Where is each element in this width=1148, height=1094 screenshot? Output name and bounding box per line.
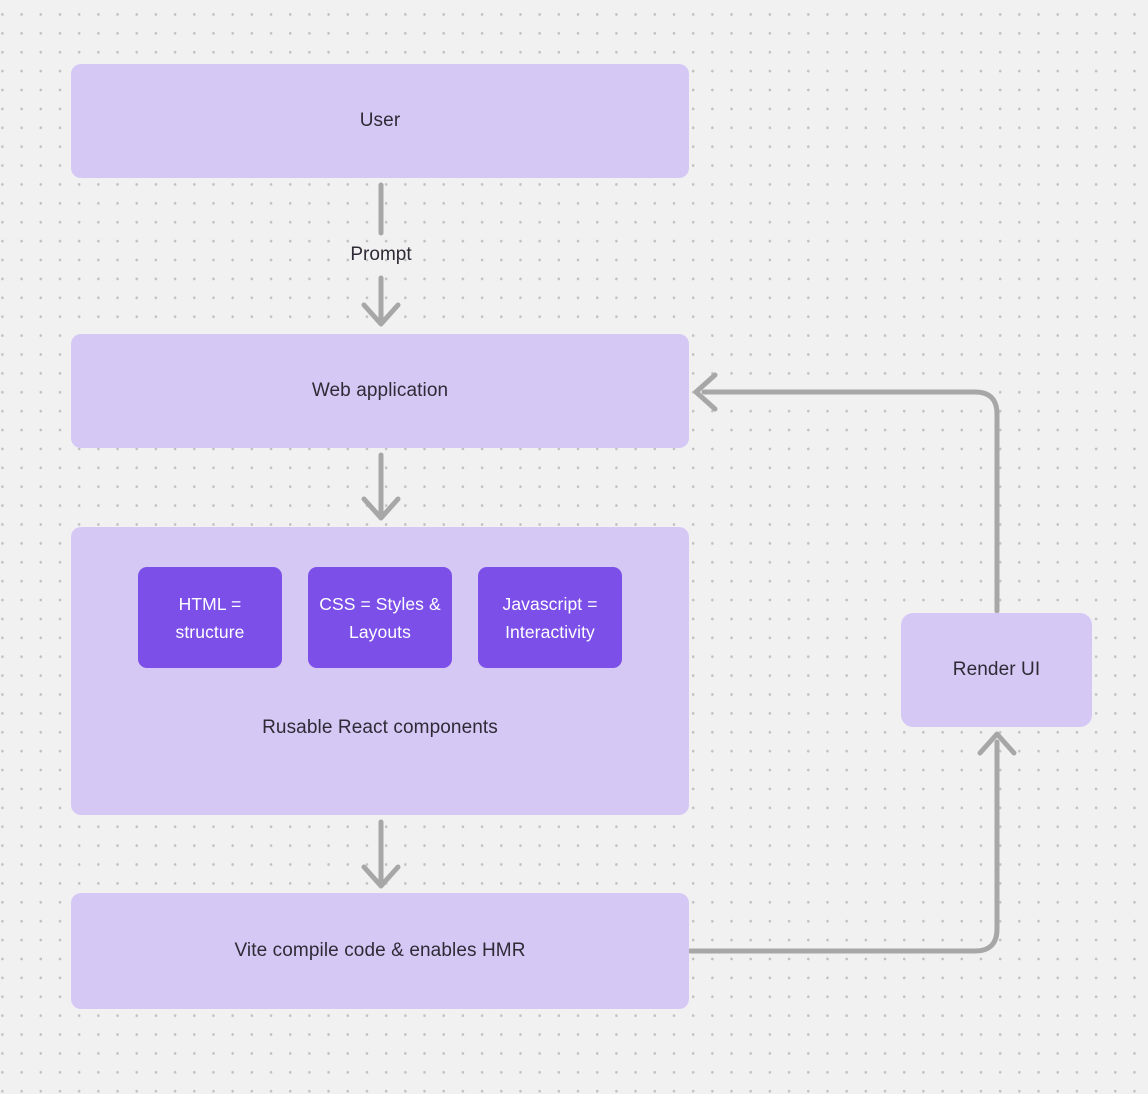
- node-web-application-label: Web application: [311, 380, 449, 401]
- node-web-application: Web application: [71, 334, 689, 448]
- node-render-ui: Render UI: [901, 613, 1092, 727]
- edge-renderui-to-webapp: [693, 372, 1000, 614]
- arrowhead-left-icon: [693, 372, 718, 412]
- node-user: User: [71, 64, 689, 178]
- node-vite-label: Vite compile code & enables HMR: [234, 940, 526, 961]
- edge-label-prompt: Prompt: [350, 244, 412, 265]
- chip-html: HTML = structure: [138, 567, 282, 668]
- arrowhead-up-icon: [977, 731, 1017, 756]
- arrowhead-down-icon: [361, 864, 401, 889]
- chip-css: CSS = Styles & Layouts: [308, 567, 452, 668]
- chip-css-label: CSS = Styles & Layouts: [319, 593, 441, 642]
- arrowhead-down-icon: [361, 302, 401, 327]
- arrowhead-down-icon: [361, 496, 401, 521]
- node-render-ui-label: Render UI: [952, 659, 1041, 680]
- chip-javascript-label: Javascript = Interactivity: [502, 593, 598, 642]
- components-chip-row: HTML = structure CSS = Styles & Layouts …: [138, 567, 622, 668]
- chip-javascript: Javascript = Interactivity: [478, 567, 622, 668]
- chip-html-label: HTML = structure: [175, 593, 245, 642]
- components-group-caption: Rusable React components: [262, 717, 498, 738]
- edge-webapp-to-components: [361, 452, 401, 521]
- edge-vite-to-renderui: [687, 731, 1017, 954]
- node-components-group: HTML = structure CSS = Styles & Layouts …: [71, 527, 689, 815]
- edge-components-to-vite: [361, 819, 401, 889]
- node-user-label: User: [359, 110, 401, 131]
- node-vite: Vite compile code & enables HMR: [71, 893, 689, 1009]
